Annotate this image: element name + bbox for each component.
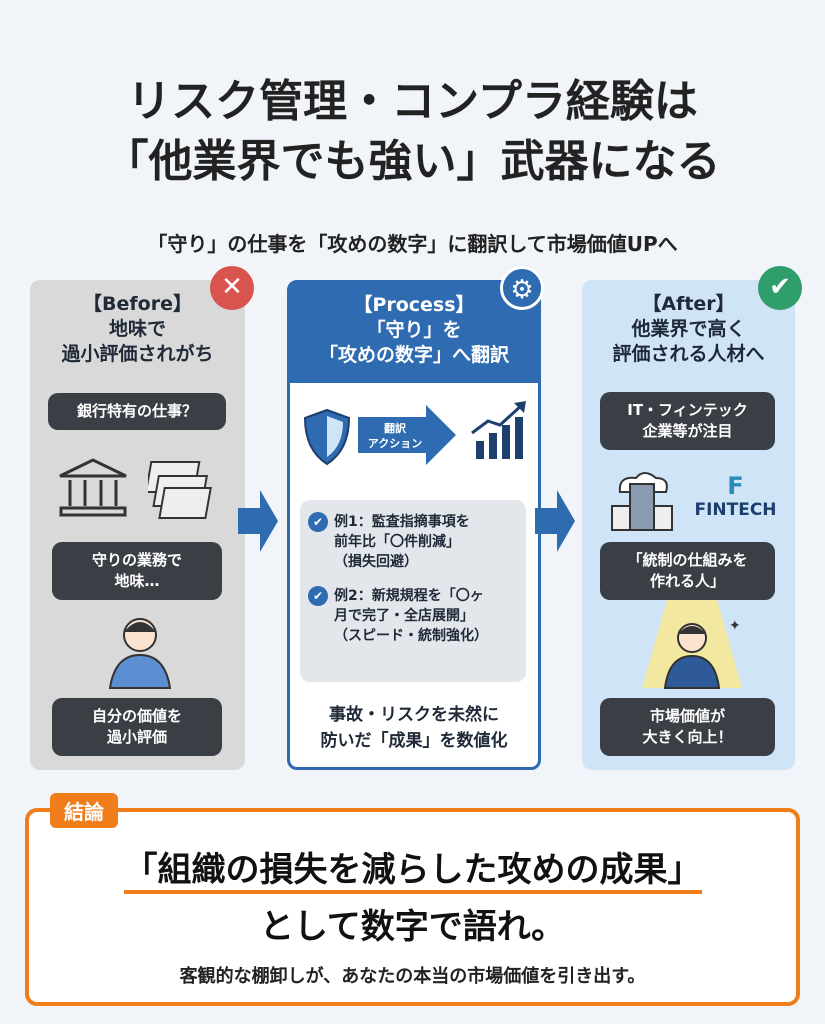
- conclusion-highlight: 「組織の損失を減らした攻めの成果」: [123, 850, 702, 894]
- examples-box: ✔ 例1：監査指摘事項を前年比「〇件削減」 （損失回避） ✔ 例2：新規規程を「〇ヶ月…: [300, 500, 526, 682]
- bubble-control-builder-1: 「統制の仕組みを: [627, 551, 748, 569]
- before-panel: 【Before】 地味で 過小評価されがち 銀行特有の仕事？ 守りの業務で地味……: [30, 280, 245, 770]
- example-1-line-2: 前年比「〇件削減」: [334, 534, 460, 550]
- after-heading-2: 評価される人材へ: [612, 343, 765, 365]
- action-label: 翻訳アクション: [360, 421, 430, 451]
- bubble-undervalued-2: 過小評価: [106, 728, 167, 746]
- example-1-line-3: （損失回避）: [334, 554, 418, 570]
- translate-arrow-icon: [358, 405, 456, 465]
- conclusion-tag: 結論: [50, 793, 118, 828]
- example-item: ✔ 例1：監査指摘事項を前年比「〇件削減」 （損失回避）: [308, 512, 518, 572]
- arrow-right-icon: [535, 490, 575, 552]
- bubble-undervalued-1: 自分の価値を: [91, 707, 182, 725]
- check-icon: ✔: [308, 586, 328, 606]
- title-line-1: リスク管理・コンプラ経験は: [127, 76, 698, 127]
- bubble-control-builder: 「統制の仕組みを作れる人」: [600, 542, 775, 600]
- before-label: 【Before】: [83, 293, 192, 315]
- process-footer-2: 防いだ「成果」を数値化: [320, 731, 508, 751]
- example-1-line-1: 例1：監査指摘事項を: [334, 514, 470, 530]
- bubble-value-up: 市場価値が大きく向上！: [600, 698, 775, 756]
- conclusion-box: 「組織の損失を減らした攻めの成果」 として数字で語れ。 客観的な棚卸しが、あなた…: [25, 808, 800, 1006]
- bubble-control-builder-2: 作れる人」: [649, 572, 725, 590]
- bubble-value-up-2: 大きく向上！: [642, 728, 733, 746]
- bubble-mundane: 守りの業務で地味…: [52, 542, 222, 600]
- fintech-logo-text: FINTECH: [694, 500, 777, 520]
- example-2-line-2: 月で完了・全店展開」: [334, 608, 474, 624]
- action-label-1: 翻訳: [384, 422, 406, 435]
- process-footer: 事故・リスクを未然に防いだ「成果」を数値化: [290, 702, 538, 754]
- before-heading: 【Before】 地味で 過小評価されがち: [30, 280, 245, 367]
- x-icon: ✕: [210, 266, 254, 310]
- gear-icon: ⚙: [500, 266, 544, 310]
- growth-chart-icon: [471, 401, 526, 459]
- after-heading: 【After】 他業界で高く 評価される人材へ: [582, 280, 795, 367]
- after-heading-1: 他業界で高く: [631, 318, 746, 340]
- bank-icon: [59, 458, 127, 517]
- process-heading-2: 「攻めの数字」へ翻訳: [318, 344, 509, 366]
- conclusion-line-1: 「組織の損失を減らした攻めの成果」: [29, 842, 796, 894]
- conclusion-line-2: として数字で語れ。: [259, 907, 566, 947]
- spotlight-person-icon: ✦: [642, 600, 742, 689]
- bubble-value-up-1: 市場価値が: [649, 707, 725, 725]
- bubble-it-fintech-1: IT・フィンテック: [627, 401, 748, 419]
- cloud-building-icon: [611, 472, 673, 531]
- action-label-2: アクション: [367, 437, 423, 450]
- main-title: リスク管理・コンプラ経験は「他業界でも強い」武器になる: [0, 72, 825, 192]
- process-heading-1: 「守り」を: [366, 319, 462, 341]
- arrow-right-icon: [238, 490, 278, 552]
- title-line-2: 「他業界でも強い」武器になる: [104, 136, 721, 187]
- worried-person-icon: [108, 618, 172, 689]
- process-heading: 【Process】 「守り」を 「攻めの数字」へ翻訳: [290, 283, 538, 383]
- svg-text:✦: ✦: [729, 618, 741, 634]
- example-item: ✔ 例2：新規規程を「〇ヶ月で完了・全店展開」 （スピード・統制強化）: [308, 586, 518, 646]
- conclusion-line-3: 客観的な棚卸しが、あなたの本当の市場価値を引き出す。: [179, 966, 646, 987]
- example-2-line-1: 例2：新規規程を「〇ヶ: [334, 588, 484, 604]
- bubble-it-fintech-2: 企業等が注目: [642, 422, 733, 440]
- after-panel: 【After】 他業界で高く 評価される人材へ IT・フィンテック企業等が注目 …: [582, 280, 795, 770]
- after-label: 【After】: [642, 293, 735, 315]
- bubble-mundane-2: 地味…: [114, 572, 160, 590]
- check-icon: ✔: [758, 266, 802, 310]
- subtitle: 「守り」の仕事を「攻めの数字」に翻訳して市場価値UPへ: [147, 232, 678, 256]
- bubble-undervalued: 自分の価値を過小評価: [52, 698, 222, 756]
- fintech-logo-mark: F: [727, 472, 744, 500]
- bubble-bank-work: 銀行特有の仕事？: [48, 393, 226, 430]
- shield-icon: [303, 408, 351, 466]
- bubble-mundane-1: 守りの業務で: [91, 551, 182, 569]
- process-label: 【Process】: [353, 294, 475, 316]
- before-heading-2: 過小評価されがち: [61, 343, 214, 365]
- bubble-it-fintech: IT・フィンテック企業等が注目: [600, 392, 775, 450]
- process-footer-1: 事故・リスクを未然に: [329, 705, 499, 725]
- example-2-line-3: （スピード・統制強化）: [334, 628, 488, 644]
- documents-icon: [148, 461, 212, 519]
- check-icon: ✔: [308, 512, 328, 532]
- before-heading-1: 地味で: [108, 318, 166, 340]
